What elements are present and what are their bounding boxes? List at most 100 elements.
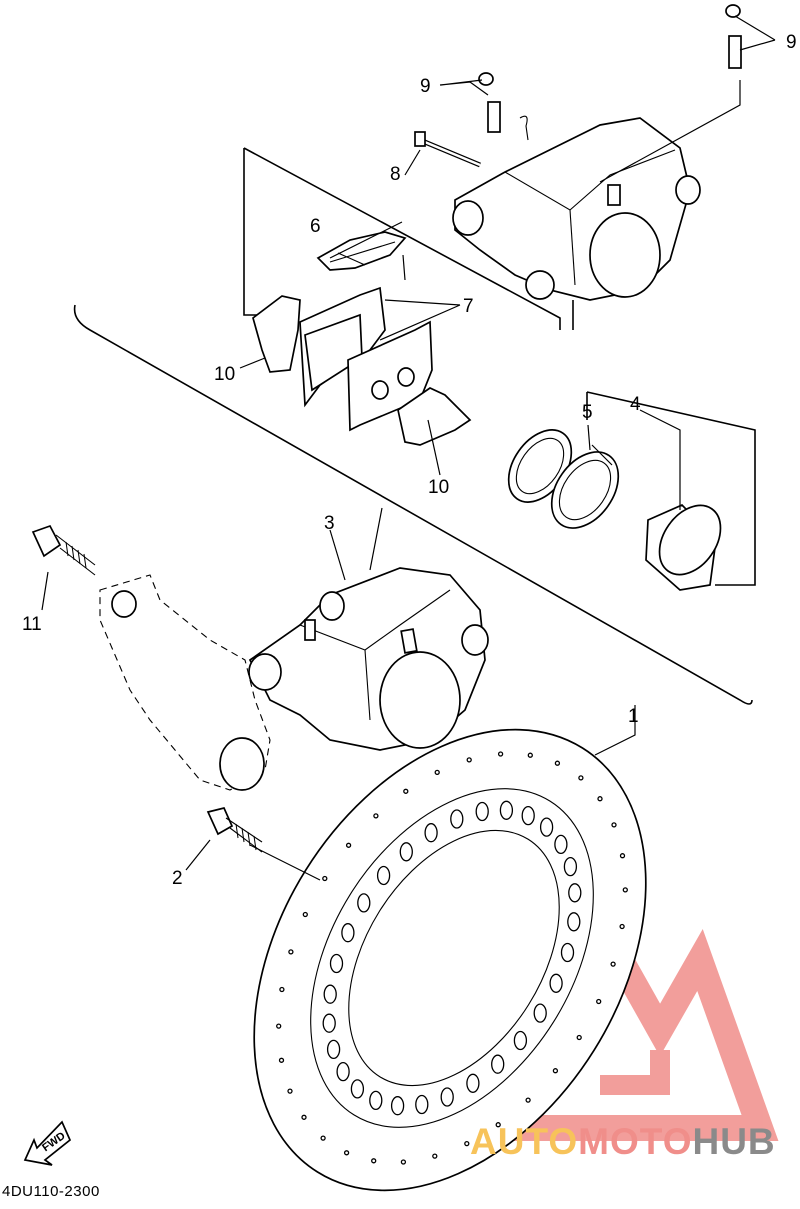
- disc-vent-hole: [513, 1030, 528, 1051]
- disc-drill-hole: [578, 775, 584, 781]
- disc-drill-hole: [497, 751, 504, 757]
- disc-vent-hole: [563, 856, 578, 877]
- watermark-part-hub: HUB: [692, 1121, 776, 1162]
- disc-vent-hole: [376, 865, 391, 886]
- disc-drill-hole: [432, 1153, 438, 1159]
- disc-drill-hole: [434, 769, 440, 776]
- watermark-part-moto: MOTO: [578, 1121, 693, 1162]
- disc-drill-hole: [619, 923, 625, 930]
- disc-vent-hole: [539, 817, 554, 837]
- pad-pin: [414, 131, 481, 168]
- callout-9-middle: 9: [420, 76, 431, 97]
- upper-caliper-body: [452, 117, 701, 301]
- disc-vent-hole: [560, 942, 575, 963]
- bracket-bolt: [31, 524, 96, 576]
- disc-vent-hole: [415, 1094, 429, 1115]
- callout-6: 6: [310, 216, 321, 237]
- disc-vent-hole: [549, 973, 563, 993]
- disc-drill-hole: [345, 842, 352, 848]
- disc-vent-hole: [440, 1087, 454, 1107]
- disc-vent-hole: [424, 823, 438, 843]
- disc-drill-hole: [597, 796, 603, 802]
- disc-vent-hole: [499, 800, 514, 820]
- callout-1: 1: [628, 706, 639, 727]
- brake-disc: [253, 728, 647, 1192]
- bleed-valve-middle: [478, 72, 501, 133]
- disc-vent-hole: [521, 805, 535, 826]
- diagram-code: 4DU110-2300: [2, 1183, 100, 1200]
- disc-vent-hole: [554, 834, 568, 855]
- disc-drill-hole: [403, 788, 409, 794]
- disc-vent-hole: [322, 1013, 336, 1033]
- disc-drill-hole: [552, 1068, 559, 1074]
- disc-vent-hole: [350, 1079, 365, 1099]
- disc-drill-hole: [611, 822, 617, 828]
- disc-vent-hole: [323, 984, 337, 1004]
- callout-3: 3: [324, 513, 335, 534]
- disc-vent-hole: [357, 893, 371, 913]
- disc-drill-hole: [619, 853, 626, 859]
- callout-4: 4: [630, 394, 641, 415]
- disc-vent-hole: [390, 1096, 405, 1116]
- disc-drill-hole: [278, 1057, 285, 1063]
- disc-bolt: [206, 807, 263, 853]
- disc-vent-hole: [326, 1039, 341, 1060]
- disc-drill-hole: [576, 1034, 582, 1041]
- disc-drill-hole: [554, 760, 561, 766]
- callout-11: 11: [22, 614, 42, 635]
- brake-pad-kit: [252, 286, 472, 446]
- disc-drill-hole: [464, 1140, 470, 1147]
- rear-caliper-body: [248, 567, 489, 751]
- callout-10-right: 10: [428, 477, 449, 498]
- disc-drill-hole: [301, 1114, 307, 1120]
- pin-clip: [519, 115, 529, 141]
- disc-vent-hole: [466, 1073, 480, 1093]
- disc-drill-hole: [288, 949, 294, 955]
- disc-drill-hole: [373, 813, 379, 819]
- disc-vent-hole: [568, 883, 582, 903]
- disc-drill-hole: [371, 1158, 377, 1164]
- disc-drill-hole: [400, 1159, 407, 1165]
- disc-drill-hole: [287, 1088, 293, 1094]
- callout-labels: 1 2 3 4 5 6 7 8 9 9 10 10 11: [22, 32, 797, 889]
- disc-vent-hole: [329, 953, 344, 974]
- disc-drill-hole: [525, 1097, 531, 1103]
- forward-arrow: FWD: [23, 1120, 72, 1166]
- disc-drill-hole: [320, 1135, 326, 1141]
- callout-2: 2: [172, 868, 183, 889]
- disc-vent-hole: [567, 912, 581, 932]
- callout-8: 8: [390, 164, 401, 185]
- assembly-outline: [73, 147, 756, 705]
- disc-vent-hole: [533, 1003, 547, 1023]
- pad-spring: [316, 231, 407, 271]
- watermark-part-auto: AUTO: [470, 1121, 579, 1162]
- disc-drill-hole: [622, 887, 628, 893]
- disc-drill-hole: [527, 752, 533, 758]
- disc-vent-hole: [336, 1061, 350, 1082]
- callout-5: 5: [582, 402, 593, 423]
- disc-drill-hole: [610, 961, 616, 967]
- disc-drill-hole: [596, 998, 602, 1005]
- caliper-bracket: [99, 574, 271, 791]
- leader-lines: [41, 15, 776, 881]
- disc-drill-hole: [279, 986, 285, 993]
- callout-9-upper: 9: [786, 32, 797, 53]
- disc-vent-hole: [341, 923, 355, 943]
- disc-drill-hole: [276, 1023, 282, 1029]
- disc-vent-hole: [399, 842, 413, 862]
- disc-vent-hole: [475, 801, 489, 822]
- watermark-text: AUTOMOTOHUB: [470, 1121, 776, 1163]
- bleed-valve-upper: [725, 4, 742, 69]
- callout-7: 7: [463, 296, 474, 317]
- disc-drill-hole: [322, 875, 328, 882]
- disc-drill-hole: [343, 1150, 350, 1156]
- disc-drill-hole: [466, 757, 472, 763]
- disc-vent-hole: [491, 1054, 505, 1074]
- disc-drill-hole: [495, 1122, 501, 1128]
- piston-seal-kit: [507, 429, 620, 529]
- disc-vent-hole: [369, 1090, 383, 1111]
- disc-drill-hole: [302, 911, 308, 918]
- callout-10-left: 10: [214, 364, 235, 385]
